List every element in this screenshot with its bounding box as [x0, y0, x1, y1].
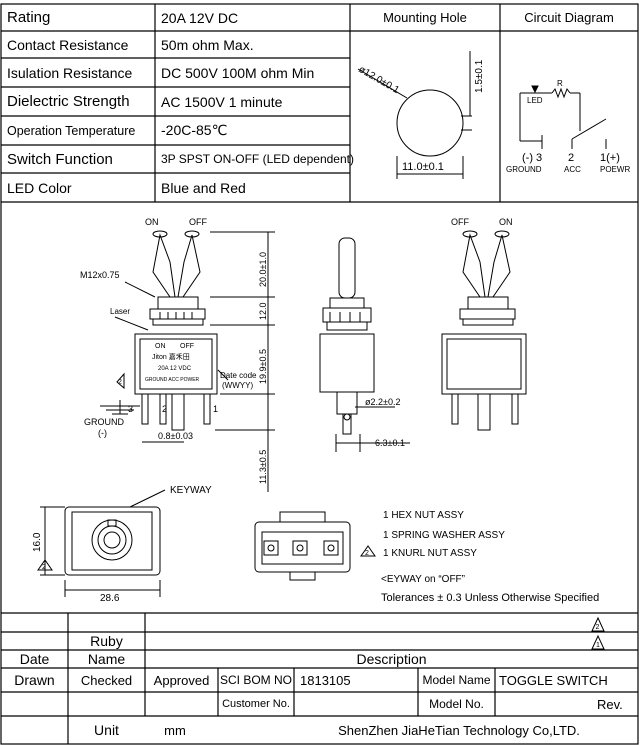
note-knurl-nut: 1 KNURL NUT ASSY: [383, 547, 477, 559]
keyway-label: KEYWAY: [170, 485, 212, 496]
ground-sign: (-): [98, 428, 107, 438]
housing-pins: GROUND ACC POWER: [145, 377, 200, 383]
name-header: Name: [87, 651, 126, 667]
sci-bom-label: SCI BOM NO: [219, 673, 292, 687]
spec-value-dielectric-strength: AC 1500V 1 minute: [161, 93, 283, 110]
mounting-hole-title: Mounting Hole: [383, 10, 467, 25]
checked-label: Checked: [80, 672, 133, 688]
model-name-value: TOGGLE SWITCH: [499, 672, 608, 688]
front-off-label: OFF: [189, 217, 207, 227]
spec-label-contact-resistance: Contact Resistance: [7, 36, 129, 53]
spec-value-led-color: Blue and Red: [161, 179, 246, 196]
circuit-diagram: R LED (-) 3 GROUND 2 ACC 1(+) POEWR: [506, 79, 630, 174]
spec-value-switch-function: 3P SPST ON-OFF (LED dependent): [161, 152, 354, 166]
spec-value-rating: 20A 12V DC: [161, 9, 239, 26]
spec-label-operation-temperature: Operation Temperature: [7, 123, 136, 138]
dim-20: 20.0±1.0: [258, 252, 268, 287]
hole-diameter: ø12.0±0.1: [357, 64, 402, 96]
terminal-3-name: GROUND: [506, 165, 542, 174]
mounting-hole-drawing: ø12.0±0.1 1.5±0.1 11.0±0.1: [357, 51, 485, 179]
thread-label: M12x0.75: [80, 270, 120, 280]
spec-value-contact-resistance: 50m ohm Max.: [161, 36, 254, 53]
housing-on-label: ON: [155, 343, 166, 350]
front-on-label: ON: [145, 217, 159, 227]
drawn-label: Drawn: [14, 672, 55, 688]
customer-no-label: Customer No.: [222, 698, 290, 710]
unit-value: mm: [164, 722, 186, 738]
hole-flat-dim: 1.5±0.1: [474, 59, 485, 93]
spec-label-led-color: LED Color: [7, 179, 72, 196]
dim-12: 12.0: [258, 302, 268, 320]
housing-brand: Jiton 嘉禾田: [152, 352, 190, 361]
revision-triangles: 2 1: [591, 616, 605, 650]
terminal-1-name: POEWR: [600, 165, 630, 174]
note-hex-nut: 1 HEX NUT ASSY: [383, 509, 464, 521]
resistor-label: R: [557, 79, 563, 88]
note-spring-washer: 1 SPRING WASHER ASSY: [383, 529, 505, 541]
terminal-num-3: 3: [128, 404, 133, 414]
back-on-label: ON: [499, 217, 513, 227]
dim-11-3: 11.3±0.5: [258, 450, 268, 484]
date-header: Date: [19, 651, 50, 667]
revision-marker-1: 1: [596, 642, 600, 649]
note-keyway: <EYWAY on “OFF”: [381, 573, 465, 585]
spec-label-insulation-resistance: Isulation Resistance: [7, 64, 133, 81]
rev-label: Rev.: [597, 696, 623, 712]
switch-drawing: ON OFF M12x0.75 Laser ON OFF Jiton 嘉禾田 2…: [32, 217, 527, 604]
rev-marker-bottom-view: 2: [42, 564, 46, 571]
model-name-label: Model Name: [422, 673, 491, 687]
circuit-diagram-title: Circuit Diagram: [524, 10, 614, 25]
spec-value-insulation-resistance: DC 500V 100M ohm Min: [161, 64, 315, 81]
rev-marker-drawing: 2: [118, 379, 122, 386]
ruby-label: Ruby: [90, 633, 123, 649]
spec-value-operation-temperature: -20C-85℃: [161, 122, 228, 138]
led-label: LED: [527, 96, 543, 105]
spec-label-dielectric-strength: Dielectric Strength: [7, 93, 130, 110]
approved-label: Approved: [153, 672, 210, 688]
terminal-num-2: 2: [162, 404, 167, 414]
terminal-2-label: 2: [568, 152, 574, 164]
terminal-2-name: ACC: [564, 165, 581, 174]
terminal-num-1: 1: [213, 404, 218, 414]
date-code-label: Date code: [220, 371, 257, 380]
laser-label: Laser: [110, 307, 130, 316]
rev-marker-terminal-view: 2: [365, 550, 369, 557]
dim-28-6: 28.6: [100, 593, 120, 604]
ground-label: GROUND: [84, 417, 124, 427]
dim-2-2: ø2.2±0.2: [365, 397, 400, 407]
note-tolerance: Tolerances ± 0.3 Unless Otherwise Specif…: [381, 592, 600, 604]
spec-label-rating: Rating: [7, 9, 51, 26]
terminal-1-label: 1(+): [600, 152, 620, 164]
description-header: Description: [356, 651, 427, 667]
housing-rating: 20A 12 VDC: [158, 366, 192, 372]
terminal-3-label: (-) 3: [522, 152, 542, 164]
spec-label-switch-function: Switch Function: [7, 150, 113, 168]
dim-16: 16.0: [32, 532, 43, 552]
housing-off-label: OFF: [180, 343, 194, 350]
sci-bom-value: 1813105: [300, 672, 351, 688]
back-off-label: OFF: [451, 217, 469, 227]
pitch-dim: 0.8±0.03: [158, 431, 193, 441]
dim-19-9: 19.9±0.5: [258, 349, 268, 384]
company-name: ShenZhen JiaHeTian Technology Co,LTD.: [338, 722, 580, 738]
dim-6-3: 6.3±0.1: [375, 438, 405, 448]
model-no-label: Model No.: [429, 697, 484, 711]
unit-label: Unit: [94, 722, 119, 738]
hole-width-dim: 11.0±0.1: [402, 161, 444, 173]
revision-marker-2: 2: [596, 624, 600, 631]
date-code-format: (WWYY): [222, 381, 253, 390]
